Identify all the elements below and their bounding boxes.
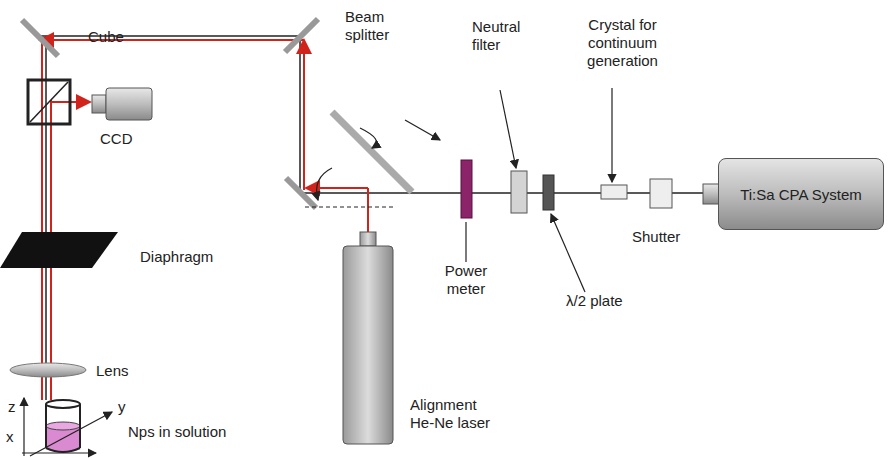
system-name: Ti:Sa CPA System: [740, 186, 862, 203]
part-label: CCD: [100, 130, 133, 148]
axis-label: x: [6, 428, 14, 446]
part-label: Shutter: [632, 228, 680, 246]
sample-label: Nps in solution: [128, 423, 226, 441]
part-label: Alignment He-Ne laser: [410, 396, 502, 432]
part-label: Diaphragm: [140, 248, 213, 266]
part-label: λ/2 plate: [566, 292, 623, 310]
part-label: Cube: [88, 28, 124, 46]
part-label: Beam splitter: [345, 8, 407, 44]
part-label: Power meter: [440, 262, 492, 298]
part-label: Neutral filter: [472, 18, 534, 54]
part-label: Crystal for continuum generation: [575, 16, 670, 70]
axis-label: y: [118, 398, 126, 416]
axis-label: z: [8, 398, 16, 416]
laser-system-box: Ti:Sa CPA System: [718, 158, 884, 230]
part-label: Lens: [96, 362, 129, 380]
